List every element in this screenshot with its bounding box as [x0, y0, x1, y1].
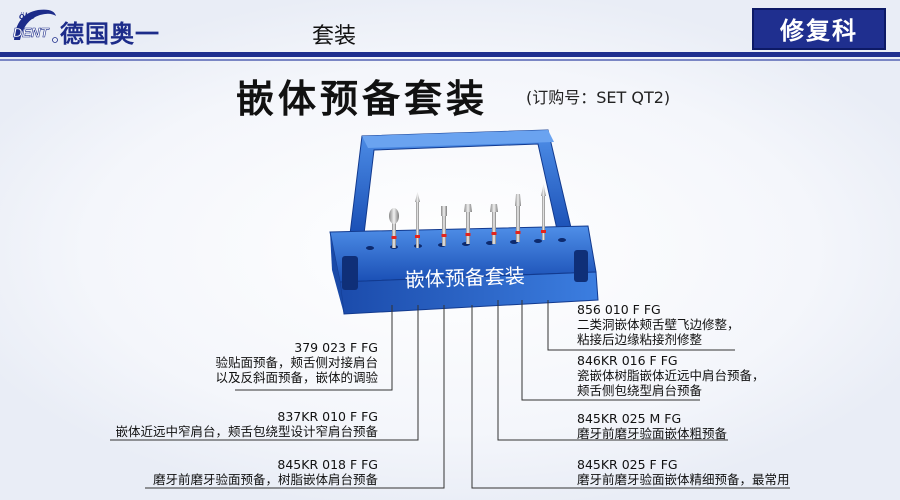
callout-846kr-016: 846KR 016 F FG 瓷嵌体树脂嵌体近远中肩台预备， 颊舌侧包绕型肩台预… [577, 353, 765, 398]
page-title: 嵌体预备套装 [236, 77, 489, 121]
bur-kit-image: 嵌体预备套装 [329, 129, 599, 315]
callout-desc-line: 二类洞嵌体颊舌壁飞边修整， [577, 317, 740, 332]
callout-code: 845KR 018 F FG [277, 457, 378, 472]
section-title: 套装 [312, 24, 357, 49]
callout-desc-line: 瓷嵌体树脂嵌体近远中肩台预备， [577, 368, 765, 383]
callout-845kr-018: 845KR 018 F FG 磨牙前磨牙验面预备，树脂嵌体肩台预备 [120, 457, 378, 487]
callout-code: 837KR 010 F FG [277, 409, 378, 424]
callout-845kr-025-f: 845KR 025 F FG 磨牙前磨牙验面嵌体精细预备，最常用 [577, 457, 790, 487]
callout-code: 379 023 F FG [294, 340, 378, 355]
callout-desc-line: 粘接后边缘粘接剂修整 [577, 332, 703, 347]
callout-code: 856 010 F FG [577, 302, 661, 317]
callout-code: 845KR 025 M FG [577, 411, 682, 426]
callout-code: 846KR 016 F FG [577, 353, 678, 368]
header: öko DENT 德国奥一 套装 修复科 [0, 0, 900, 62]
company-name: 德国奥一 [60, 20, 160, 48]
logo-top-text: öko [19, 11, 36, 21]
okodent-logo: öko DENT [13, 9, 58, 43]
header-divider [0, 52, 900, 57]
callout-desc-line: 嵌体近远中窄肩台，颊舌包绕型设计窄肩台预备 [115, 424, 378, 439]
callout-desc-line: 磨牙前磨牙验面预备，树脂嵌体肩台预备 [152, 472, 378, 487]
callout-856-010: 856 010 F FG 二类洞嵌体颊舌壁飞边修整， 粘接后边缘粘接剂修整 [577, 302, 740, 347]
callout-desc-line: 验贴面预备，颊舌侧对接肩台 [215, 355, 378, 370]
department-badge: 修复科 [752, 8, 886, 50]
logo-main-text: DENT [13, 25, 49, 40]
callout-379-023: 379 023 F FG 验贴面预备，颊舌侧对接肩台 以及反斜面预备，嵌体的调验 [200, 340, 378, 385]
box-label: 嵌体预备套装 [404, 264, 525, 292]
callout-desc-line: 磨牙前磨牙验面嵌体精细预备，最常用 [577, 472, 790, 487]
callout-desc-line: 磨牙前磨牙验面嵌体粗预备 [577, 426, 728, 441]
callout-837kr-010: 837KR 010 F FG 嵌体近远中窄肩台，颊舌包绕型设计窄肩台预备 [100, 409, 378, 439]
header-divider-thin [0, 59, 900, 61]
callout-code: 845KR 025 F FG [577, 457, 678, 472]
order-number: (订购号：SET QT2) [526, 88, 671, 107]
callout-desc-line: 以及反斜面预备，嵌体的调验 [215, 370, 378, 385]
callout-desc-line: 颊舌侧包绕型肩台预备 [577, 383, 703, 398]
callout-845kr-025-m: 845KR 025 M FG 磨牙前磨牙验面嵌体粗预备 [577, 411, 727, 441]
